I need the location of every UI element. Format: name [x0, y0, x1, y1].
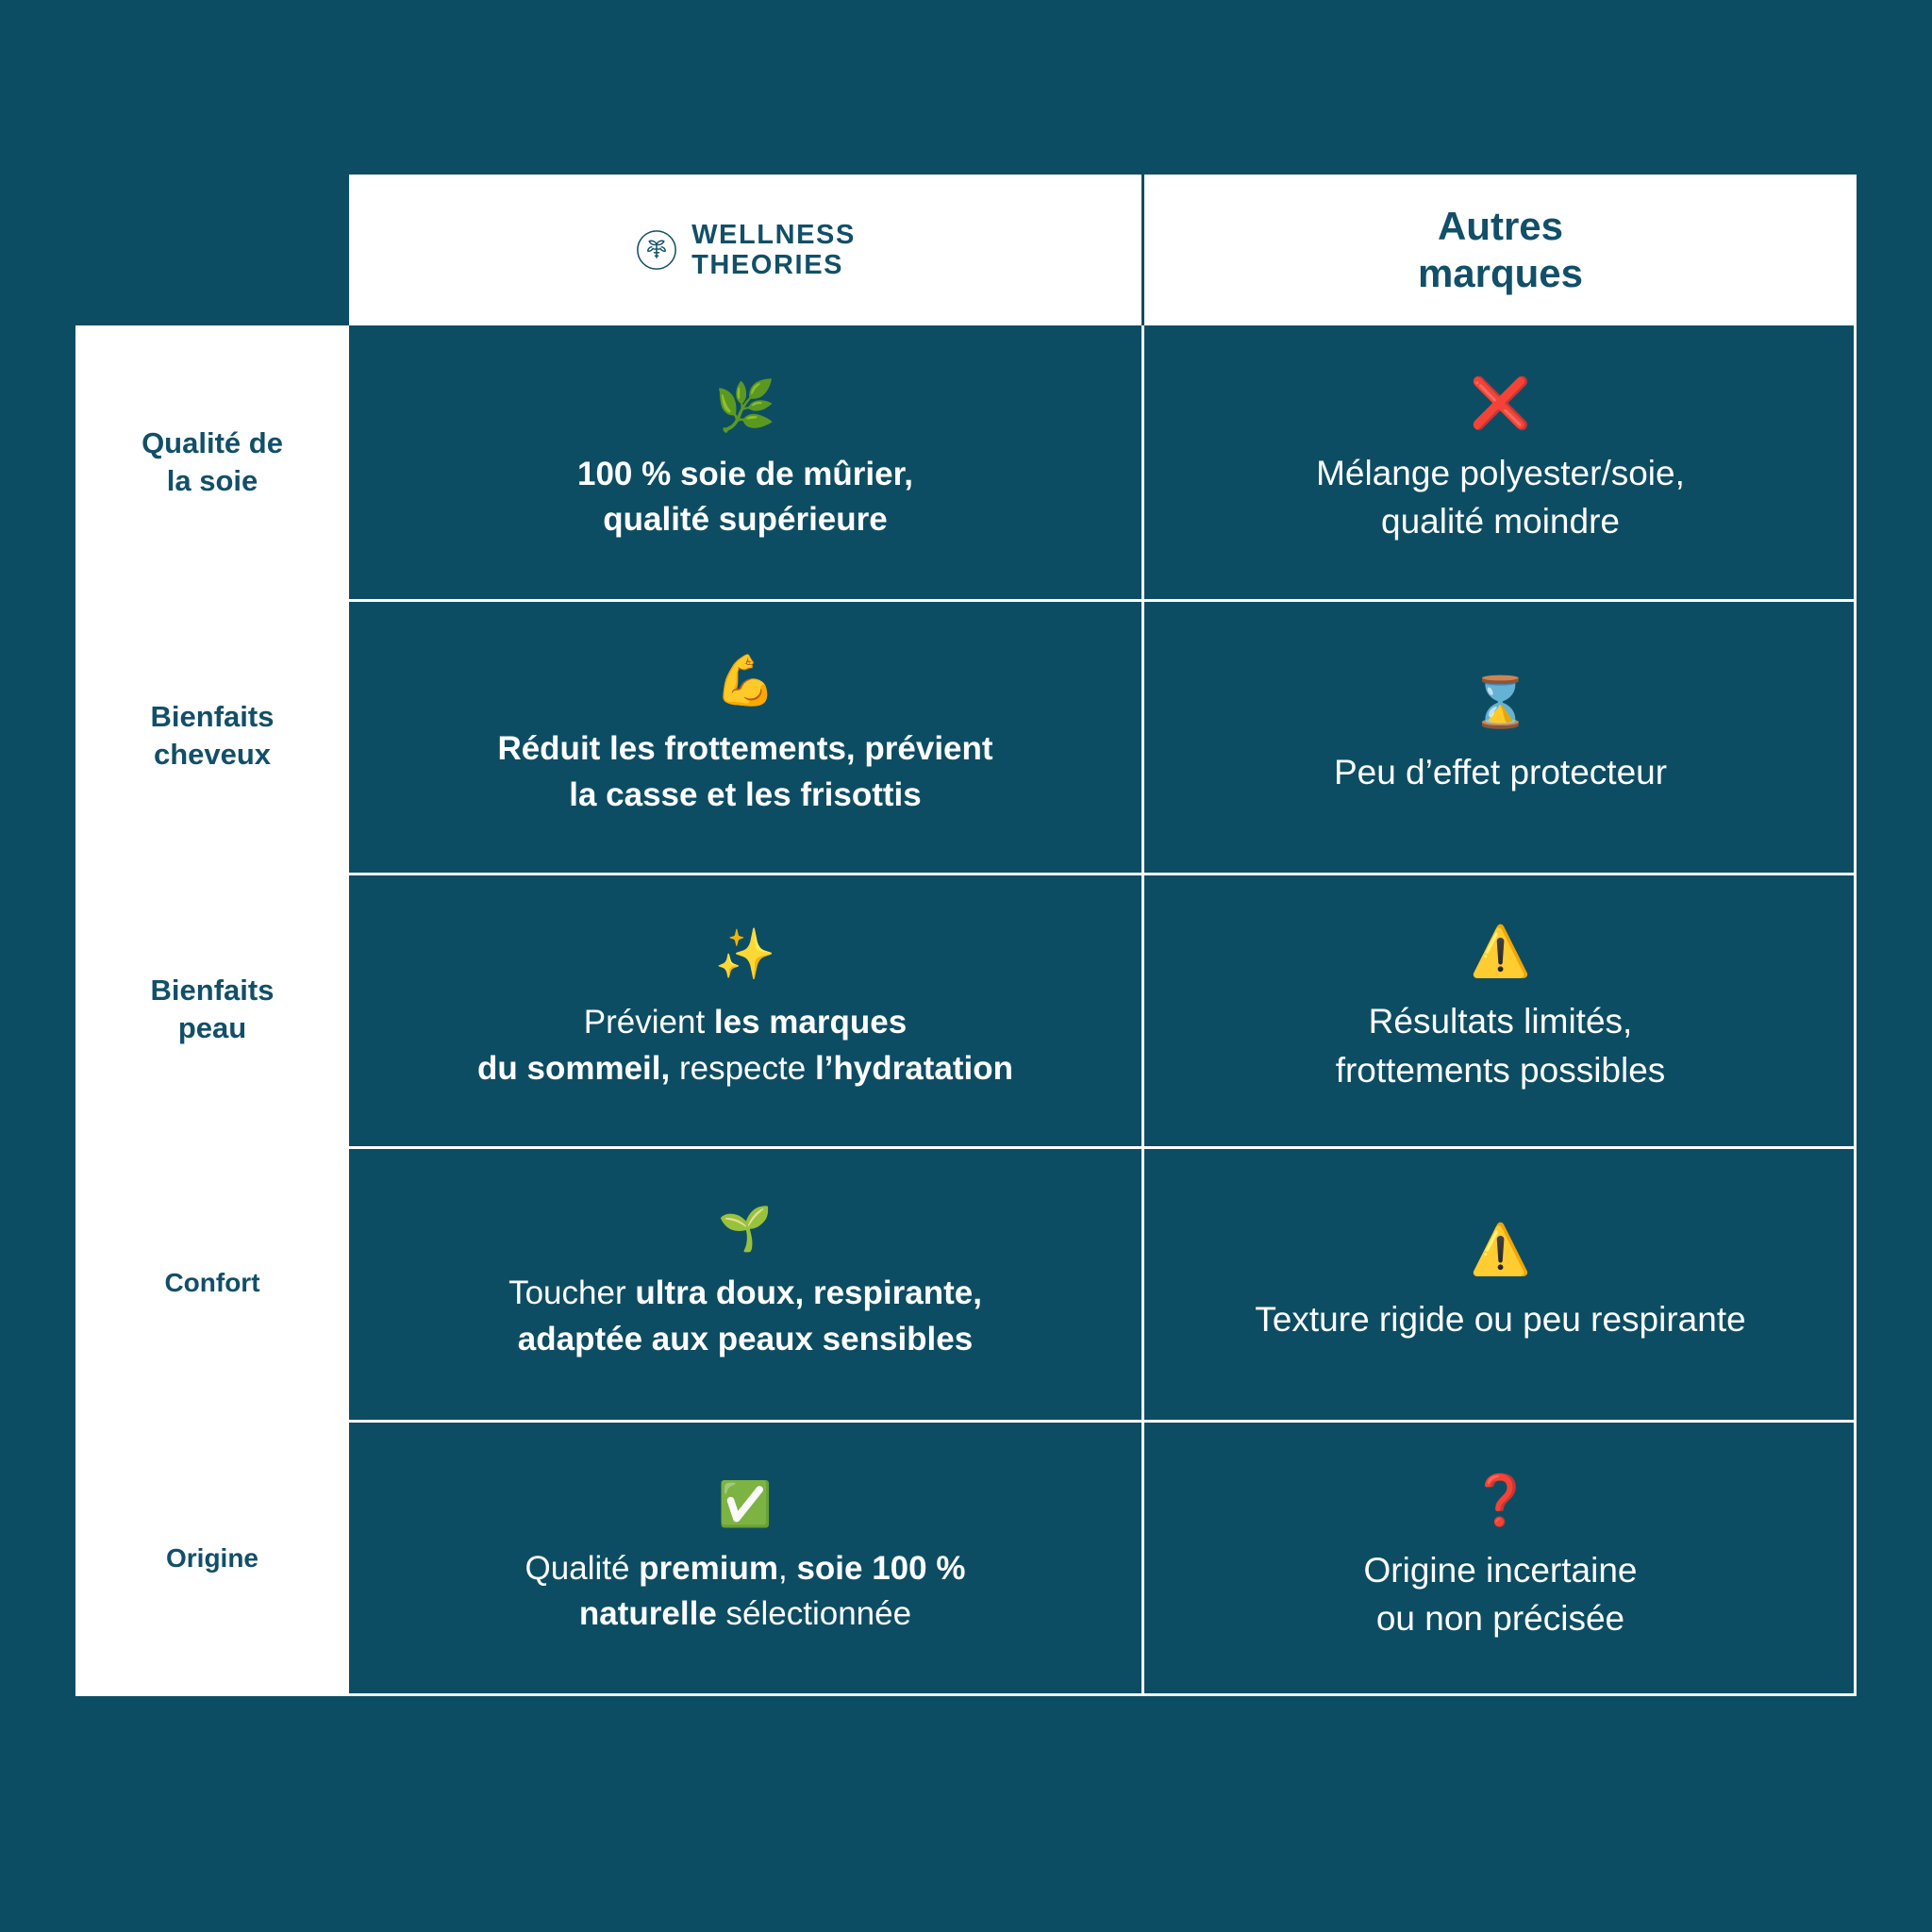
row-label-text: Origine	[166, 1541, 258, 1575]
brand-lockup: WELLNESS THEORIES	[635, 220, 856, 281]
check-mark-button-emoji: ✅	[718, 1478, 773, 1528]
flexed-biceps-emoji: 💪	[714, 654, 776, 709]
row-label-line-1: Confort	[164, 1268, 260, 1298]
seedling-emoji: 🌱	[718, 1204, 773, 1254]
cell-line-1-bold-b: soie 100 %	[796, 1549, 966, 1587]
cell-line-2: qualité supérieure	[603, 501, 888, 538]
brand-wordmark: WELLNESS THEORIES	[691, 220, 856, 281]
cell-line-1: 100 % soie de mûrier,	[576, 455, 913, 492]
other-title-line-1: Autres	[1437, 204, 1564, 249]
cell-line-1-plain: Qualité	[525, 1549, 640, 1587]
cell-line-1-bold: les marques	[713, 1004, 908, 1041]
table-right-edge	[1854, 175, 1857, 1696]
cell-line-1-mid: ,	[777, 1549, 797, 1587]
row-label-line-1: Origine	[165, 1542, 258, 1573]
row-label-confort: Confort	[75, 1146, 349, 1420]
bee-leaf-circle-icon	[635, 228, 678, 272]
row-label-line-2: peau	[177, 1011, 247, 1044]
cell-text: Prévient les marques du sommeil, respect…	[477, 1000, 1013, 1091]
cell-line-1: Peu d’effet protecteur	[1333, 752, 1668, 791]
cell-wellness-bienfaits-peau: ✨ Prévient les marques du sommeil, respe…	[349, 873, 1141, 1146]
cell-wellness-qualite-soie: 🌿 100 % soie de mûrier, qualité supérieu…	[349, 325, 1141, 599]
cell-line-1: Réduit les frottements, prévient	[497, 730, 993, 768]
other-title-line-2: marques	[1417, 251, 1584, 295]
cell-line-2-plain: sélectionnée	[716, 1595, 912, 1632]
cell-line-2: ou non précisée	[1375, 1599, 1625, 1638]
row-label-qualite-de-la-soie: Qualité de la soie	[75, 325, 349, 599]
cell-line-2: la casse et les frisottis	[569, 775, 922, 813]
header-cell-autres-marques: Autres marques	[1141, 175, 1857, 325]
cell-line-2-plain: respecte	[670, 1049, 815, 1087]
other-brands-title: Autres marques	[1418, 203, 1583, 296]
cell-autres-confort: ⚠️ Texture rigide ou peu respirante	[1141, 1146, 1857, 1420]
cell-line-1: Texture rigide ou peu respirante	[1255, 1299, 1746, 1339]
cell-wellness-confort: 🌱 Toucher ultra doux, respirante, adapté…	[349, 1146, 1141, 1420]
row-label-line-1: Bienfaits	[150, 700, 275, 734]
cell-line-2-bold-a: du sommeil,	[477, 1049, 671, 1087]
row-label-line-1: Qualité de	[142, 426, 283, 460]
cell-text: Qualité premium, soie 100 % naturelle sé…	[525, 1546, 966, 1638]
warning-triangle-emoji: ⚠️	[1470, 1222, 1531, 1277]
cell-line-2-bold: adaptée aux peaux sensibles	[517, 1320, 974, 1357]
cell-text: Texture rigide ou peu respirante	[1255, 1295, 1745, 1343]
cell-line-2-bold: naturelle	[578, 1595, 717, 1632]
cell-line-1: Résultats limités,	[1368, 1002, 1633, 1041]
cell-line-1: Origine incertaine	[1363, 1550, 1638, 1590]
cell-line-2: qualité moindre	[1381, 502, 1620, 541]
row-label-bienfaits-cheveux: Bienfaits cheveux	[75, 599, 349, 873]
brand-line-2: THEORIES	[691, 250, 844, 280]
red-question-mark-emoji: ❓	[1470, 1473, 1531, 1528]
cell-text: Origine incertaine ou non précisée	[1364, 1546, 1638, 1642]
table-bottom-edge	[349, 1693, 1857, 1696]
row-label-line-1: Bienfaits	[150, 974, 275, 1008]
cell-text: Résultats limités, frottements possibles	[1336, 997, 1666, 1093]
warning-triangle-emoji: ⚠️	[1470, 924, 1531, 980]
header-corner-spacer	[75, 175, 349, 325]
sparkles-emoji: ✨	[714, 927, 776, 983]
row-label-text: Bienfaits cheveux	[151, 698, 275, 773]
header-cell-wellness-theories: WELLNESS THEORIES	[349, 175, 1141, 325]
cell-autres-bienfaits-cheveux: ⌛ Peu d’effet protecteur	[1141, 599, 1857, 873]
cell-autres-qualite-soie: ❌ Mélange polyester/soie, qualité moindr…	[1141, 325, 1857, 599]
cell-wellness-bienfaits-cheveux: 💪 Réduit les frottements, prévient la ca…	[349, 599, 1141, 873]
cell-text: 100 % soie de mûrier, qualité supérieure	[577, 452, 913, 543]
row-label-bienfaits-peau: Bienfaits peau	[75, 873, 349, 1146]
cell-text: Toucher ultra doux, respirante, adaptée …	[508, 1271, 982, 1362]
row-label-text: Qualité de la soie	[142, 425, 283, 499]
cell-autres-bienfaits-peau: ⚠️ Résultats limités, frottements possib…	[1141, 873, 1857, 1146]
row-label-text: Confort	[164, 1266, 259, 1300]
cell-line-2-bold-b: l’hydratation	[814, 1049, 1013, 1087]
row-label-text: Bienfaits peau	[151, 972, 275, 1046]
cell-wellness-origine: ✅ Qualité premium, soie 100 % naturelle …	[349, 1420, 1141, 1696]
cell-line-1-plain: Prévient	[583, 1004, 714, 1041]
cell-line-2: frottements possibles	[1335, 1050, 1666, 1090]
brand-line-1: WELLNESS	[691, 219, 856, 250]
comparison-table: WELLNESS THEORIES Autres marques Qualité…	[75, 175, 1857, 1696]
cell-line-1-bold: ultra doux, respirante,	[635, 1274, 982, 1312]
hourglass-emoji: ⌛	[1470, 675, 1531, 730]
red-cross-mark-emoji: ❌	[1470, 375, 1531, 431]
cell-line-1: Mélange polyester/soie,	[1316, 453, 1685, 492]
cell-autres-origine: ❓ Origine incertaine ou non précisée	[1141, 1420, 1857, 1696]
cell-text: Réduit les frottements, prévient la cass…	[497, 726, 992, 818]
row-label-origine: Origine	[75, 1420, 349, 1696]
row-label-line-2: la soie	[166, 464, 258, 497]
herb-leaf-emoji: 🌿	[714, 378, 776, 434]
cell-line-1-plain: Toucher	[508, 1274, 636, 1312]
cell-line-1-bold-a: premium	[639, 1549, 778, 1587]
row-label-line-2: cheveux	[153, 738, 272, 771]
cell-text: Mélange polyester/soie, qualité moindre	[1316, 449, 1685, 545]
cell-text: Peu d’effet protecteur	[1334, 748, 1667, 796]
